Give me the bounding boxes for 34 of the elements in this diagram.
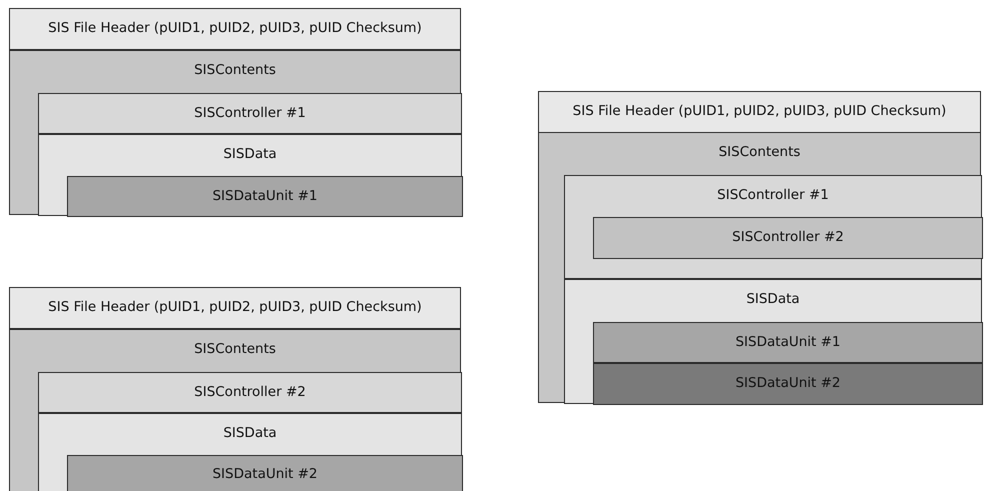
section-title: SISDataUnit #1 xyxy=(211,187,319,206)
section-box xyxy=(9,50,461,215)
section-box xyxy=(38,93,462,134)
section-title: SIS File Header (pUID1, pUID2, pUID3, pUID Checksum) xyxy=(47,298,423,317)
section-title: SISController #1 xyxy=(193,104,307,123)
section-box xyxy=(38,134,462,216)
section-box xyxy=(593,217,983,259)
section-box xyxy=(67,176,463,217)
section-title: SISContents xyxy=(193,61,277,80)
section-title: SISData xyxy=(222,424,278,443)
section-box xyxy=(38,372,462,413)
section-title: SIS File Header (pUID1, pUID2, pUID3, pUID Checksum) xyxy=(572,102,948,121)
section-box xyxy=(564,279,982,404)
section-box xyxy=(9,329,461,491)
section-box xyxy=(38,413,462,491)
section-title: SISContents xyxy=(193,340,277,359)
section-title: SIS File Header (pUID1, pUID2, pUID3, pUID Checksum) xyxy=(47,19,423,38)
section-title: SISDataUnit #2 xyxy=(734,374,842,393)
section-box xyxy=(564,175,982,279)
section-title: SISDataUnit #1 xyxy=(734,333,842,352)
section-title: SISController #1 xyxy=(716,186,830,205)
section-title: SISData xyxy=(222,145,278,164)
section-title: SISContents xyxy=(718,143,802,162)
section-box xyxy=(538,91,981,133)
section-box xyxy=(67,455,463,491)
section-box xyxy=(9,8,461,50)
section-box xyxy=(538,132,981,403)
section-title: SISController #2 xyxy=(731,228,845,247)
section-title: SISDataUnit #2 xyxy=(211,465,319,484)
section-box xyxy=(9,287,461,329)
section-box xyxy=(593,363,983,405)
section-title: SISData xyxy=(745,290,801,309)
section-box xyxy=(593,322,983,363)
section-title: SISController #2 xyxy=(193,383,307,402)
